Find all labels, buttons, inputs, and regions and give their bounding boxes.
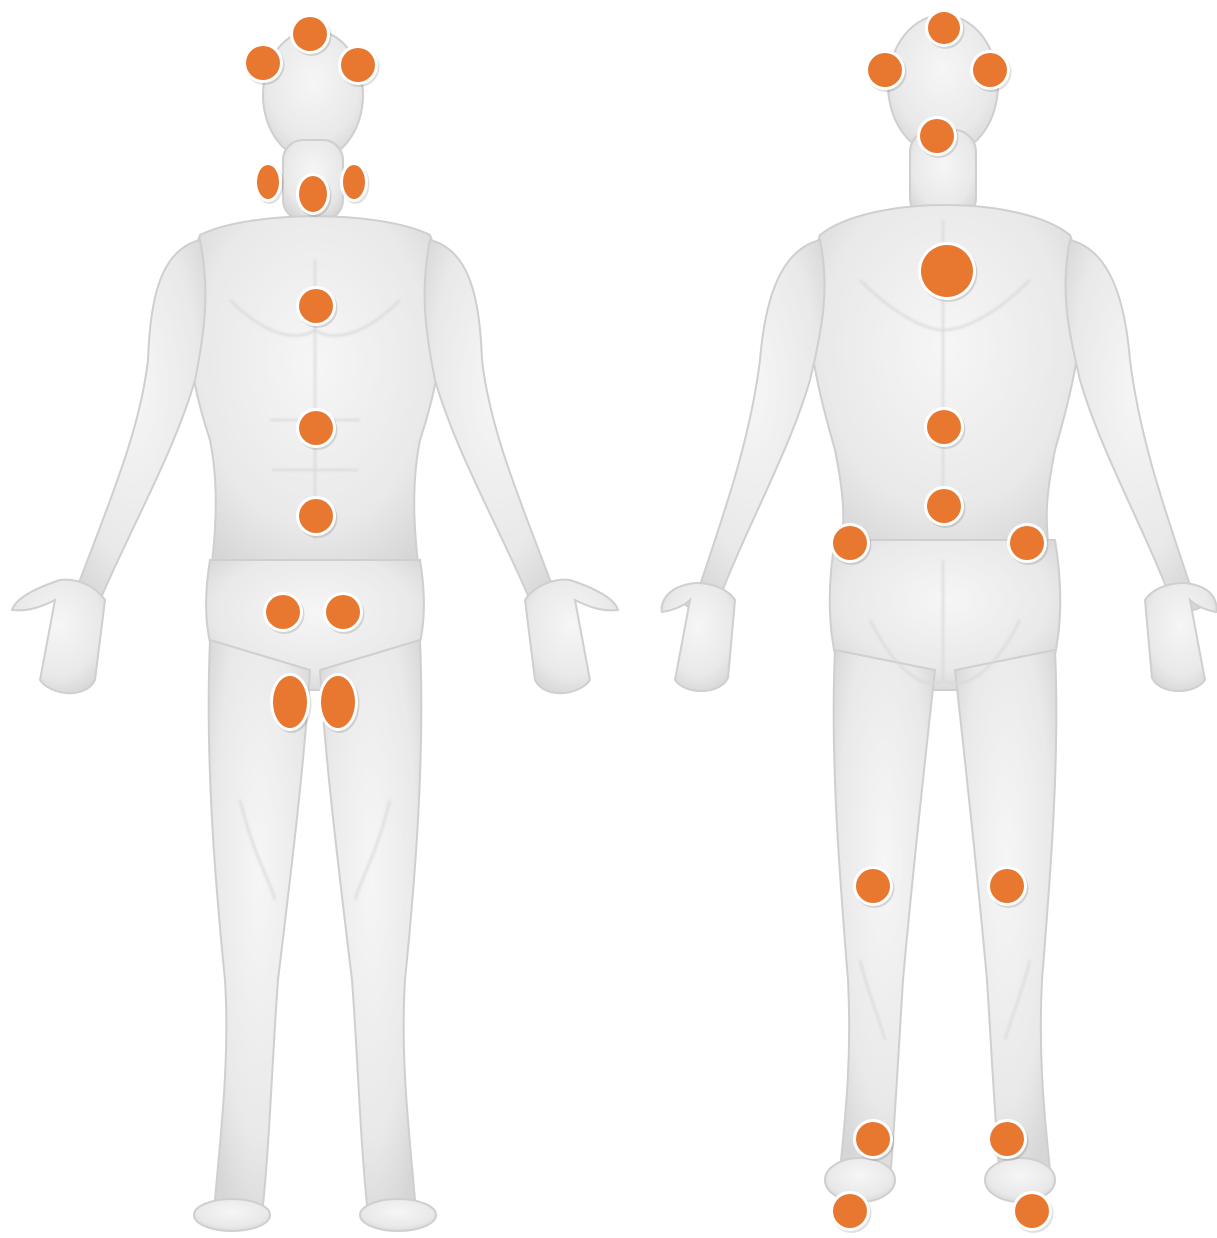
marker-dot [927,489,961,523]
marker-dot [299,499,333,533]
front-right-hand [525,580,618,694]
front-neck-left-marker[interactable] [254,162,284,204]
front-left-hand [12,580,105,694]
marker-dot [326,595,360,629]
marker-dot [868,53,902,87]
back-right-arm [1065,240,1210,610]
front-neck-right-marker[interactable] [340,162,370,204]
back-left-leg [834,650,935,1180]
marker-dot [273,676,307,728]
marker-dot [1015,1194,1049,1228]
marker-dot [1010,526,1044,560]
front-left-foot [194,1199,270,1231]
marker-dot [293,17,327,51]
marker-dot [341,48,375,82]
marker-dot [990,1122,1024,1156]
back-left-hand [662,583,735,691]
marker-dot [833,1194,867,1228]
marker-dot [990,869,1024,903]
marker-dot [856,1122,890,1156]
back-heel-right-marker[interactable] [1012,1191,1054,1233]
marker-dot [833,526,867,560]
front-left-arm [60,240,205,609]
marker-dot [927,410,961,444]
back-right-hand [1145,583,1217,691]
marker-dot [921,245,973,297]
marker-dot [246,46,280,80]
marker-dot [299,411,333,445]
marker-dot [920,119,954,153]
front-right-arm [425,240,570,609]
back-right-leg [955,650,1056,1180]
marker-dot [343,165,365,199]
marker-dot [856,869,890,903]
marker-dot [973,53,1007,87]
marker-dot [266,595,300,629]
marker-dot [257,165,279,199]
back-left-arm [680,240,825,610]
marker-dot [299,176,327,212]
marker-dot [299,289,333,323]
marker-dot [928,12,960,44]
front-right-foot [360,1199,436,1231]
back-body-figure [662,15,1217,1202]
marker-dot [321,676,355,728]
